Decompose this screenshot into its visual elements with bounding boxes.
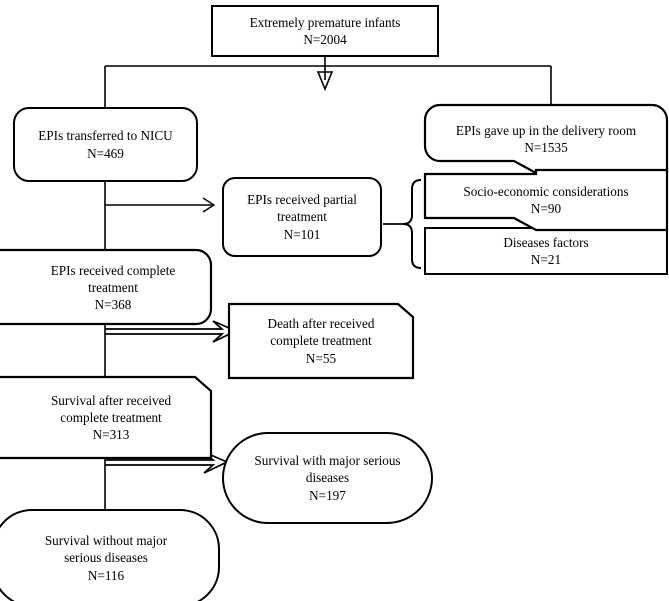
node-count: N=1535 <box>524 140 568 155</box>
node-count: N=2004 <box>303 32 347 47</box>
node-diseases-factors[interactable]: Diseases factors N=21 <box>424 227 668 275</box>
node-count: N=90 <box>530 201 562 216</box>
node-label-line1: Survival after received <box>50 392 172 408</box>
node-label-line1: Survival with major serious <box>254 453 401 469</box>
node-label-line2: treatment <box>88 279 138 295</box>
node-label-line1: Survival without major <box>44 533 168 549</box>
node-survival-with-major-serious-diseases[interactable]: Survival with major serious diseases N=1… <box>222 432 433 524</box>
node-label-line2: complete treatment <box>60 409 162 425</box>
node-count: N=21 <box>530 252 562 267</box>
node-count: N=55 <box>305 350 337 366</box>
node-count: N=368 <box>94 297 132 313</box>
node-epis-transferred-to-nicu[interactable]: EPIs transferred to NICU N=469 <box>13 107 198 182</box>
node-epis-received-complete-treatment[interactable]: EPIs received complete treatment N=368 <box>0 248 213 326</box>
node-label: EPIs gave up in the delivery room <box>455 122 637 138</box>
node-count: N=469 <box>87 145 124 161</box>
node-epis-gave-up-delivery-room[interactable]: EPIs gave up in the delivery room N=1535 <box>423 103 669 175</box>
node-label-line1: EPIs received partial <box>247 192 357 208</box>
node-label-line2: serious diseases <box>64 550 148 566</box>
node-label-line2: treatment <box>277 209 327 225</box>
node-label: Socio-economic considerations <box>463 183 629 199</box>
node-survival-without-major-serious-diseases[interactable]: Survival without major serious diseases … <box>0 509 220 601</box>
node-label: Diseases factors <box>503 234 589 250</box>
node-socio-economic-considerations[interactable]: Socio-economic considerations N=90 <box>423 168 669 232</box>
node-extremely-premature-infants[interactable]: Extremely premature infants N=2004 <box>211 5 439 57</box>
node-label-line2: diseases <box>305 470 350 486</box>
node-death-after-complete-treatment[interactable]: Death after received complete treatment … <box>227 302 415 380</box>
node-count: N=197 <box>309 487 346 503</box>
node-survival-after-complete-treatment[interactable]: Survival after received complete treatme… <box>0 375 213 460</box>
connector-partial-to-reasons-brace <box>383 179 422 269</box>
node-label-line1: Death after received <box>267 316 375 332</box>
node-label: Extremely premature infants <box>249 14 401 30</box>
node-count: N=101 <box>283 226 321 242</box>
connector-trunk-to-partial <box>105 197 216 213</box>
node-count: N=313 <box>92 427 130 443</box>
node-count: N=116 <box>87 567 125 583</box>
node-label: EPIs transferred to NICU <box>38 128 173 144</box>
node-label-line1: EPIs received complete <box>50 262 176 278</box>
node-epis-received-partial-treatment[interactable]: EPIs received partial treatment N=101 <box>222 177 382 257</box>
node-label-line2: complete treatment <box>270 333 372 349</box>
